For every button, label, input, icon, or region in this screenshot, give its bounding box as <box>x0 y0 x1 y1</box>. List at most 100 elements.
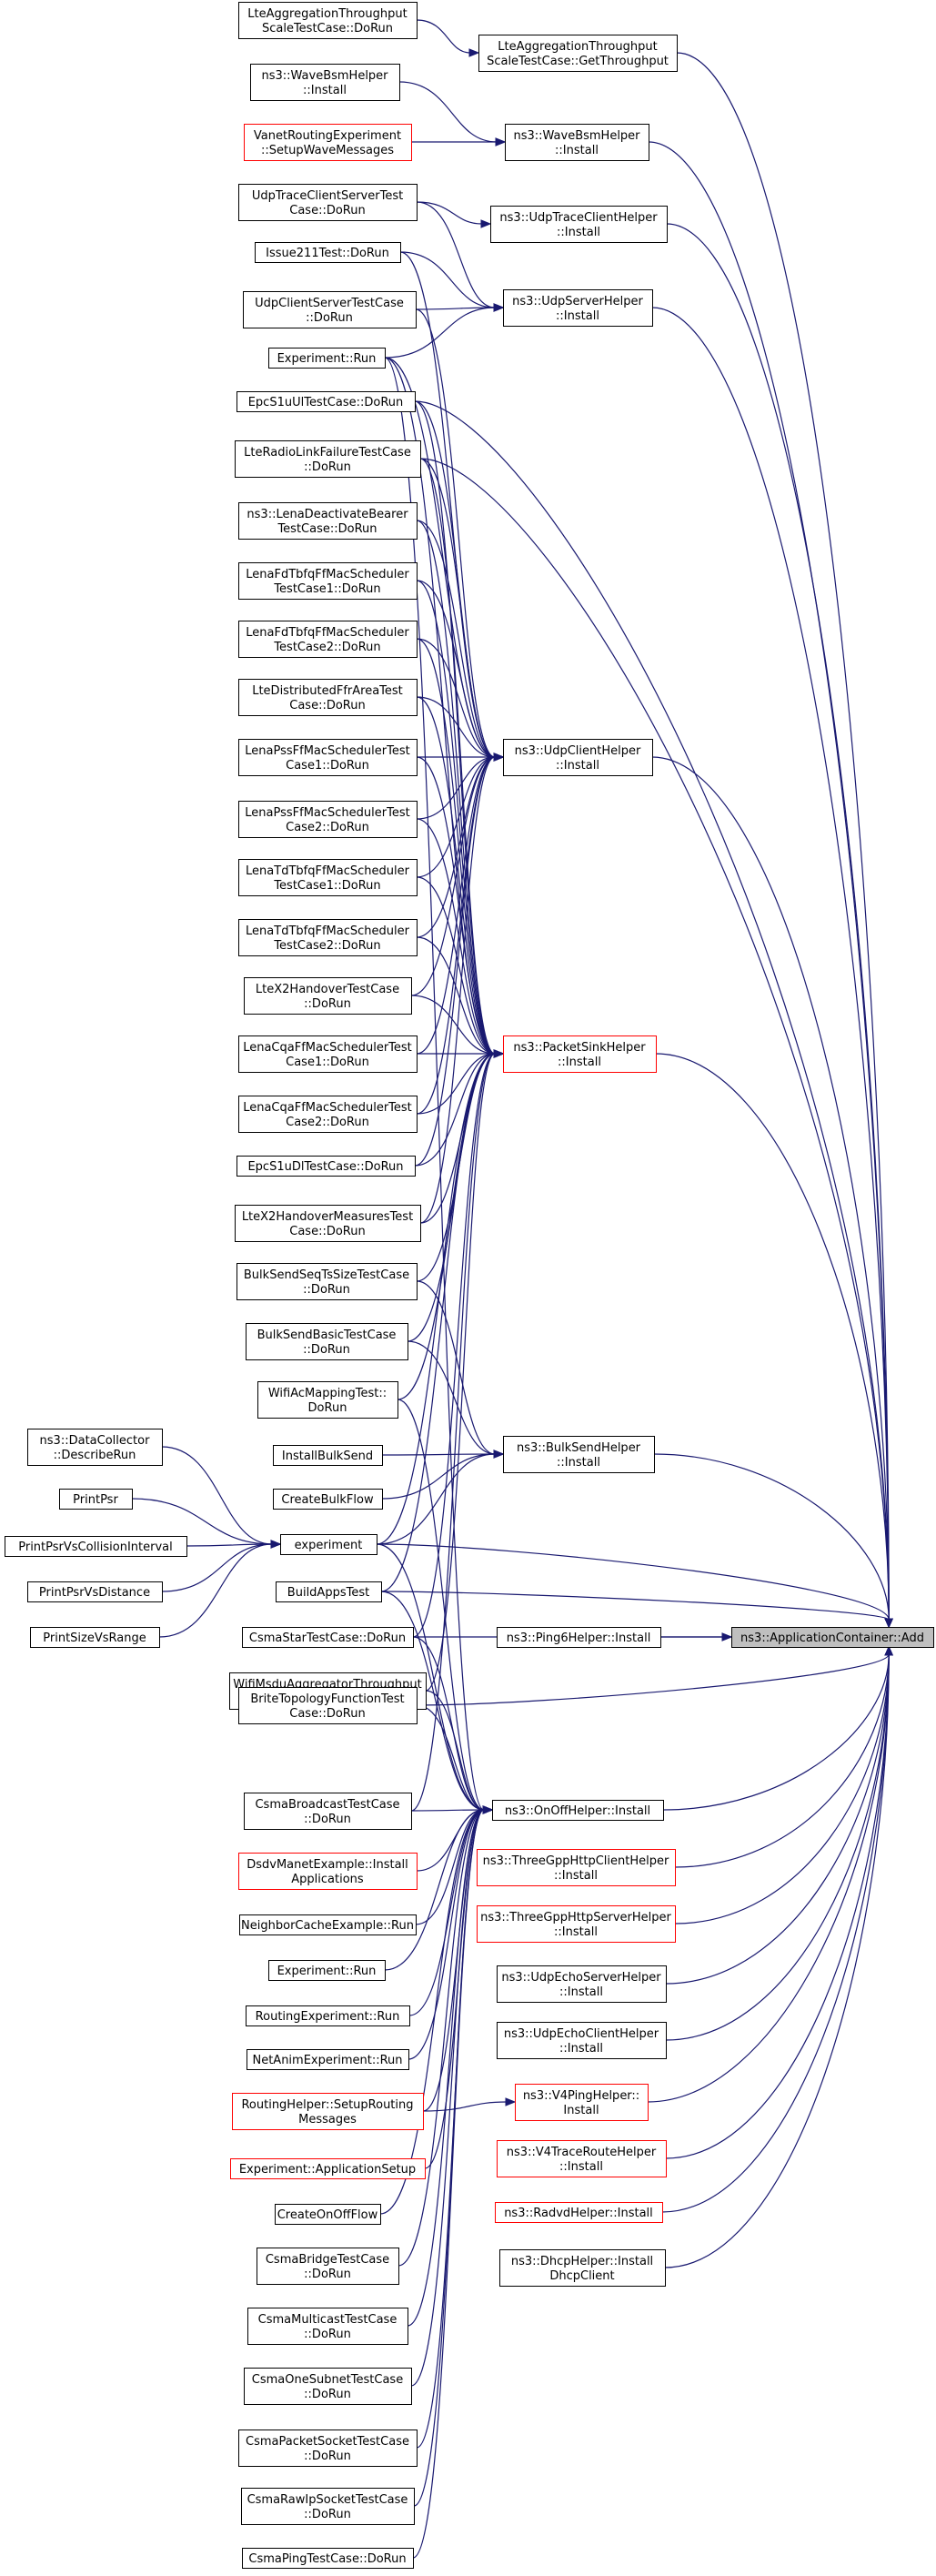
node-wifi-ac-mapping[interactable]: WifiAcMappingTest::DoRun <box>257 1381 398 1419</box>
node-bulk-send-helper[interactable]: ns3::BulkSendHelper::Install <box>503 1436 655 1473</box>
call-edge <box>659 1632 733 1642</box>
node-experiment-run1[interactable]: Experiment::Run <box>268 348 386 369</box>
node-radvd[interactable]: ns3::RadvdHelper::Install <box>495 2202 663 2223</box>
node-csma-ping[interactable]: CsmaPingTestCase::DoRun <box>242 2548 414 2569</box>
node-print-psr-distance[interactable]: PrintPsrVsDistance <box>27 1581 163 1602</box>
node-create-bulk-flow[interactable]: CreateBulkFlow <box>273 1489 383 1510</box>
call-edge <box>425 1690 494 1814</box>
node-three-gpp-server[interactable]: ns3::ThreeGppHttpServerHelper::Install <box>477 1905 676 1943</box>
call-edge <box>419 753 505 1224</box>
node-epc-s1u-dl[interactable]: EpcS1uDlTestCase::DoRun <box>237 1156 416 1177</box>
node-data-collector[interactable]: ns3::DataCollector::DescribeRun <box>27 1429 163 1466</box>
call-edge <box>664 1645 893 2268</box>
node-label-line: ::DoRun <box>303 1343 350 1357</box>
node-label-line: NeighborCacheExample::Run <box>241 1919 414 1933</box>
node-label-line: RoutingHelper::SetupRouting <box>241 2098 413 2112</box>
node-on-off-helper[interactable]: ns3::OnOffHelper::Install <box>492 1800 664 1821</box>
call-edge <box>412 1636 494 1814</box>
node-udp-client-helper[interactable]: ns3::UdpClientHelper::Install <box>503 739 653 776</box>
node-udp-trace-helper[interactable]: ns3::UdpTraceClientHelper::Install <box>490 206 668 243</box>
node-lte-agg-do-run[interactable]: LteAggregationThroughputScaleTestCase::D… <box>238 2 418 39</box>
node-csma-packet-socket[interactable]: CsmaPacketSocketTestCase::DoRun <box>238 2430 418 2467</box>
node-net-anim[interactable]: NetAnimExperiment::Run <box>247 2049 409 2070</box>
node-label-line: CsmaMulticastTestCase <box>258 2313 398 2327</box>
node-print-psr[interactable]: PrintPsr <box>59 1489 133 1510</box>
node-experiment-run2[interactable]: Experiment::Run <box>268 1960 386 1981</box>
node-build-apps-test[interactable]: BuildAppsTest <box>276 1581 382 1602</box>
node-experiment-app-setup[interactable]: Experiment::ApplicationSetup <box>230 2158 426 2179</box>
node-lte-radio-link[interactable]: LteRadioLinkFailureTestCase::DoRun <box>235 440 421 478</box>
node-issue211[interactable]: Issue211Test::DoRun <box>255 242 401 263</box>
node-epc-s1u-ul[interactable]: EpcS1uUlTestCase::DoRun <box>237 391 416 412</box>
node-csma-broadcast[interactable]: CsmaBroadcastTestCase::DoRun <box>244 1793 412 1830</box>
node-csma-bridge[interactable]: CsmaBridgeTestCase::DoRun <box>257 2248 399 2285</box>
node-wave-bsm-install1[interactable]: ns3::WaveBsmHelper::Install <box>250 64 400 101</box>
node-label-line: ns3::ThreeGppHttpServerHelper <box>480 1911 671 1924</box>
node-udp-client-server-test[interactable]: UdpClientServerTestCase::DoRun <box>243 291 417 328</box>
node-label-line: LenaFdTbfqFfMacScheduler <box>246 568 409 581</box>
node-packet-sink-helper[interactable]: ns3::PacketSinkHelper::Install <box>503 1035 657 1073</box>
node-routing-experiment[interactable]: RoutingExperiment::Run <box>246 2005 410 2026</box>
node-bulk-send-seq[interactable]: BulkSendSeqTsSizeTestCase::DoRun <box>237 1263 418 1300</box>
call-edge <box>384 303 505 359</box>
node-v4-ping[interactable]: ns3::V4PingHelper::Install <box>515 2084 649 2121</box>
call-edge <box>412 1049 505 1638</box>
node-vanet-setup[interactable]: VanetRoutingExperiment::SetupWaveMessage… <box>244 124 412 161</box>
node-label-line: ::Install <box>554 1869 598 1883</box>
node-label-line: ::DoRun <box>306 311 353 325</box>
node-lte-agg-get[interactable]: LteAggregationThroughputScaleTestCase::G… <box>478 35 678 72</box>
node-label-line: Applications <box>291 1873 364 1886</box>
node-install-bulk-send[interactable]: InstallBulkSend <box>273 1445 383 1466</box>
node-lte-x2-handover[interactable]: LteX2HandoverTestCase::DoRun <box>244 977 412 1015</box>
node-label-line: ns3::BulkSendHelper <box>517 1441 641 1455</box>
call-edge <box>666 223 893 1629</box>
node-label-line: Messages <box>298 2113 357 2126</box>
node-label-line: ::DescribeRun <box>54 1449 136 1462</box>
call-edge <box>665 1645 893 1985</box>
node-udp-server-helper[interactable]: ns3::UdpServerHelper::Install <box>503 289 653 327</box>
node-csma-multicast[interactable]: CsmaMulticastTestCase::DoRun <box>247 2308 408 2345</box>
node-csma-raw-ip[interactable]: CsmaRawIpSocketTestCase::DoRun <box>241 2488 415 2525</box>
node-experiment[interactable]: experiment <box>280 1534 377 1555</box>
node-bulk-send-basic[interactable]: BulkSendBasicTestCase::DoRun <box>246 1323 408 1360</box>
node-v4-trace-route[interactable]: ns3::V4TraceRouteHelper::Install <box>497 2140 667 2177</box>
node-label-line: ns3::LenaDeactivateBearer <box>247 508 408 521</box>
node-csma-one-subnet[interactable]: CsmaOneSubnetTestCase::DoRun <box>244 2368 412 2405</box>
node-label-line: Case2::DoRun <box>286 1116 369 1129</box>
node-label-line: UdpClientServerTestCase <box>255 297 404 310</box>
node-print-size-range[interactable]: PrintSizeVsRange <box>30 1627 160 1648</box>
node-label-line: ::DoRun <box>304 460 351 474</box>
node-neighbor-cache[interactable]: NeighborCacheExample::Run <box>239 1914 417 1935</box>
node-label-line: ScaleTestCase::GetThroughput <box>487 55 669 68</box>
node-ping6-helper[interactable]: ns3::Ping6Helper::Install <box>497 1627 661 1648</box>
call-edge <box>398 81 507 146</box>
node-print-psr-collision[interactable]: PrintPsrVsCollisionInterval <box>5 1536 187 1557</box>
call-edge <box>662 1645 893 1811</box>
node-wave-bsm-install2[interactable]: ns3::WaveBsmHelper::Install <box>505 124 649 161</box>
node-three-gpp-client[interactable]: ns3::ThreeGppHttpClientHelper::Install <box>477 1849 676 1886</box>
node-udp-echo-client[interactable]: ns3::UdpEchoClientHelper::Install <box>497 2022 667 2059</box>
node-label-line: ::Install <box>557 226 600 239</box>
node-csma-star[interactable]: CsmaStarTestCase::DoRun <box>242 1627 414 1648</box>
node-udp-echo-server[interactable]: ns3::UdpEchoServerHelper::Install <box>497 1965 667 2003</box>
node-app-container-add[interactable]: ns3::ApplicationContainer::Add <box>731 1627 934 1648</box>
node-create-on-off[interactable]: CreateOnOffFlow <box>275 2204 381 2225</box>
node-label-line: ::DoRun <box>304 2328 351 2341</box>
node-label-line: Case::DoRun <box>289 1707 365 1721</box>
